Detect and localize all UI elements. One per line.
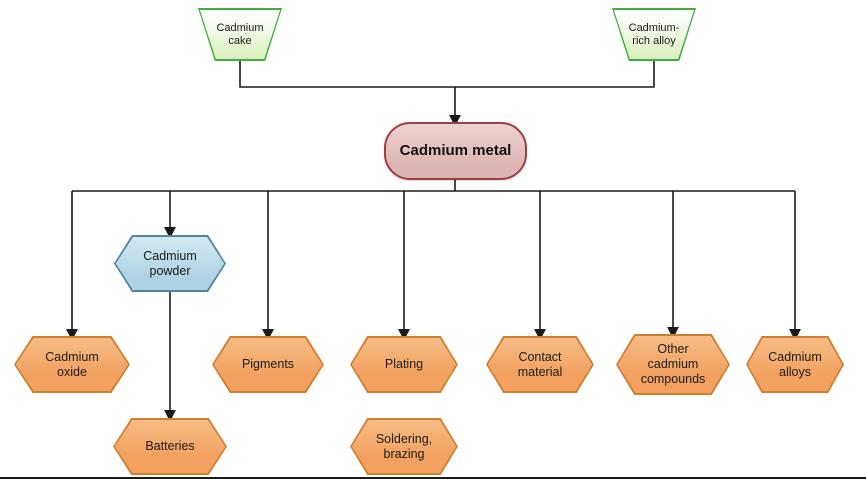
node-contact-material-fill: Contact material xyxy=(487,337,593,392)
node-cadmium-oxide: Cadmium oxide xyxy=(14,336,130,393)
node-label: Cadmium oxide xyxy=(45,349,99,379)
node-other-cadmium-compounds: Other cadmium compounds xyxy=(616,334,730,395)
node-label: Cadmium powder xyxy=(143,248,197,278)
node-other-cadmium-compounds-fill: Other cadmium compounds xyxy=(617,335,729,394)
node-cadmium-alloys-fill: Cadmium alloys xyxy=(747,337,843,392)
node-label: Cadmium-rich alloy xyxy=(628,21,680,47)
node-soldering-brazing: Soldering, brazing xyxy=(350,418,458,475)
node-cadmium-cake: Cadmium cake xyxy=(198,8,282,61)
node-cadmium-powder-fill: Cadmium powder xyxy=(115,236,225,291)
node-soldering-brazing-fill: Soldering, brazing xyxy=(351,419,457,474)
edge-cake-to-merge xyxy=(239,61,455,88)
node-batteries: Batteries xyxy=(113,418,227,475)
node-label: Cadmium alloys xyxy=(768,349,822,379)
node-plating: Plating xyxy=(350,336,458,393)
node-label: Soldering, brazing xyxy=(375,431,433,461)
node-cadmium-metal: Cadmium metal xyxy=(384,122,527,180)
node-label: Pigments xyxy=(241,357,295,372)
node-cadmium-powder: Cadmium powder xyxy=(114,235,226,292)
node-plating-fill: Plating xyxy=(351,337,457,392)
node-label: Cadmium cake xyxy=(216,21,264,47)
node-batteries-fill: Batteries xyxy=(114,419,226,474)
node-label: Cadmium metal xyxy=(399,142,512,160)
node-label: Contact material xyxy=(517,349,563,379)
bottom-border-line xyxy=(0,477,866,479)
node-label: Plating xyxy=(384,357,424,372)
node-contact-material: Contact material xyxy=(486,336,594,393)
node-label: Batteries xyxy=(145,439,195,454)
node-pigments-fill: Pigments xyxy=(213,337,323,392)
node-cadmium-rich-alloy-fill: Cadmium-rich alloy xyxy=(613,9,695,60)
node-cadmium-oxide-fill: Cadmium oxide xyxy=(15,337,129,392)
node-cadmium-alloys: Cadmium alloys xyxy=(746,336,844,393)
node-cadmium-rich-alloy: Cadmium-rich alloy xyxy=(612,8,696,61)
node-label: Other cadmium compounds xyxy=(640,342,706,386)
edge-alloy-to-merge xyxy=(455,61,655,88)
node-pigments: Pigments xyxy=(212,336,324,393)
